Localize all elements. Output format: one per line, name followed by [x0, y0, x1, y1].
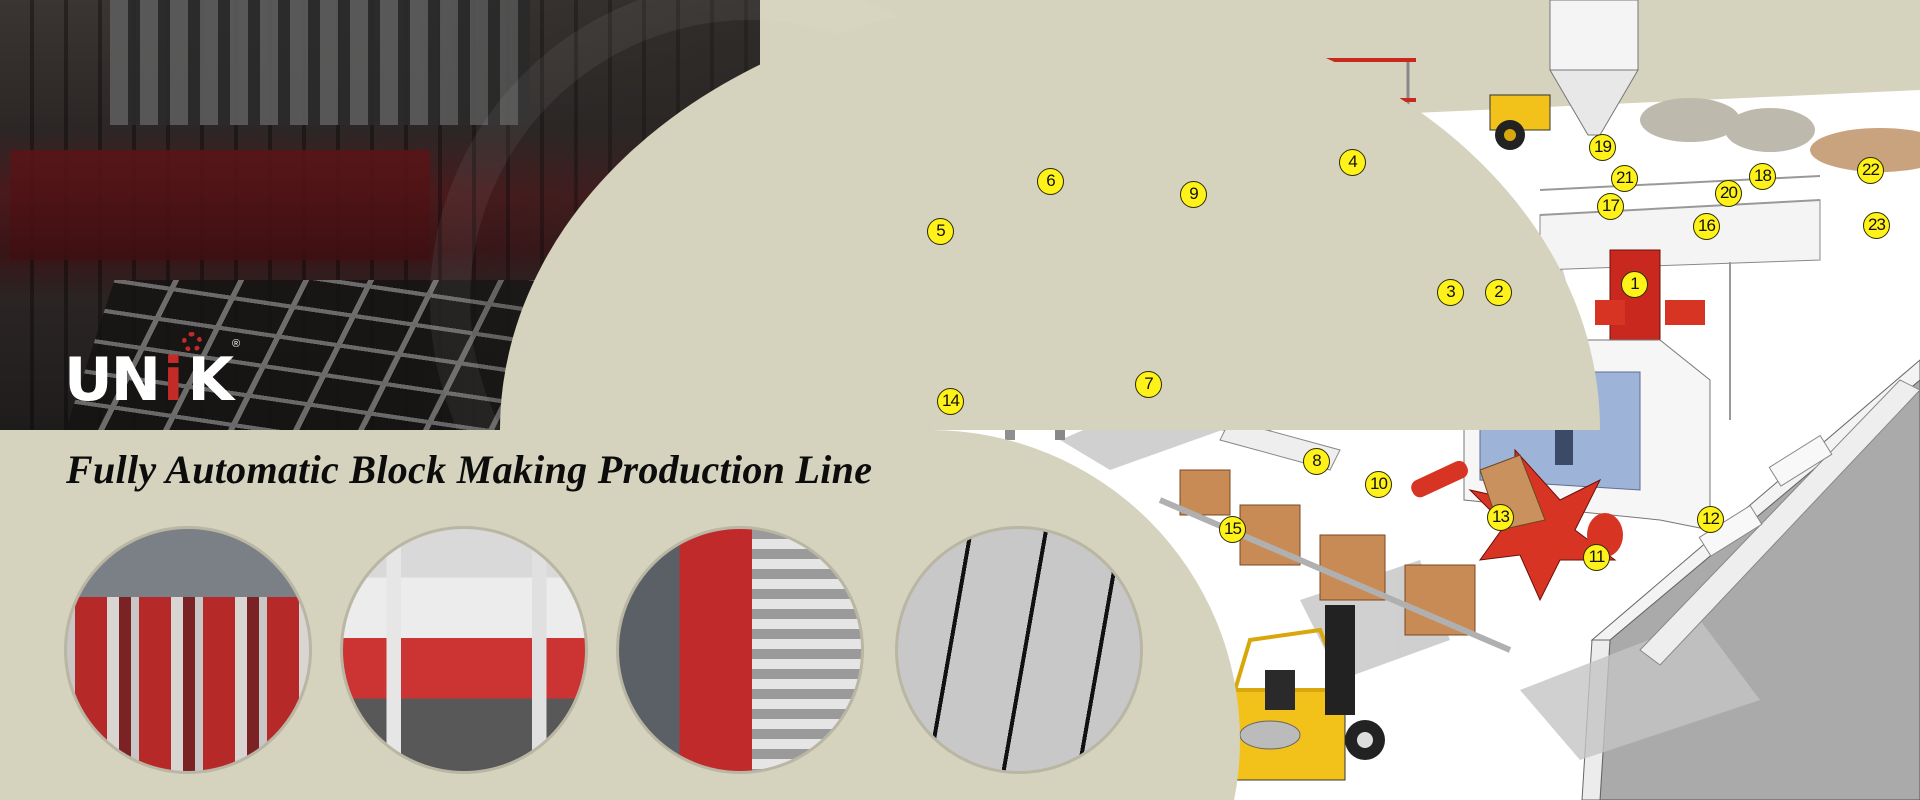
diagram-marker-19: 19 — [1589, 134, 1616, 161]
diagram-marker-5: 5 — [927, 218, 954, 245]
diagram-marker-20: 20 — [1715, 180, 1742, 207]
diagram-marker-8: 8 — [1303, 448, 1330, 475]
block-machine-photo — [64, 526, 312, 774]
diagram-marker-4: 4 — [1339, 149, 1366, 176]
elevator-photo — [616, 526, 864, 774]
logo-text-suffix: K — [187, 345, 234, 415]
diagram-marker-17: 17 — [1597, 193, 1624, 220]
diagram-marker-14: 14 — [937, 388, 964, 415]
diagram-marker-13: 13 — [1487, 504, 1514, 531]
page-title: Fully Automatic Block Making Production … — [66, 447, 873, 492]
diagram-marker-18: 18 — [1749, 163, 1776, 190]
diagram-marker-7: 7 — [1135, 371, 1162, 398]
diagram-marker-12: 12 — [1697, 506, 1724, 533]
brand-logo[interactable]: UN i K ® — [64, 332, 240, 415]
gear-icon — [182, 332, 202, 352]
diagram-marker-1: 1 — [1621, 271, 1648, 298]
diagram-marker-16: 16 — [1693, 213, 1720, 240]
logo-text-prefix: UN — [64, 345, 161, 415]
diagram-marker-6: 6 — [1037, 168, 1064, 195]
registered-mark: ® — [232, 338, 241, 350]
diagram-marker-10: 10 — [1365, 471, 1392, 498]
diagram-marker-2: 2 — [1485, 279, 1512, 306]
paver-blocks-photo — [895, 526, 1143, 774]
diagram-marker-15: 15 — [1219, 516, 1246, 543]
diagram-marker-21: 21 — [1611, 165, 1638, 192]
diagram-marker-22: 22 — [1857, 157, 1884, 184]
diagram-marker-11: 11 — [1583, 544, 1610, 571]
diagram-marker-9: 9 — [1180, 181, 1207, 208]
stacker-photo — [340, 526, 588, 774]
logo-text-i: i — [162, 345, 184, 415]
diagram-marker-23: 23 — [1863, 212, 1890, 239]
diagram-marker-3: 3 — [1437, 279, 1464, 306]
